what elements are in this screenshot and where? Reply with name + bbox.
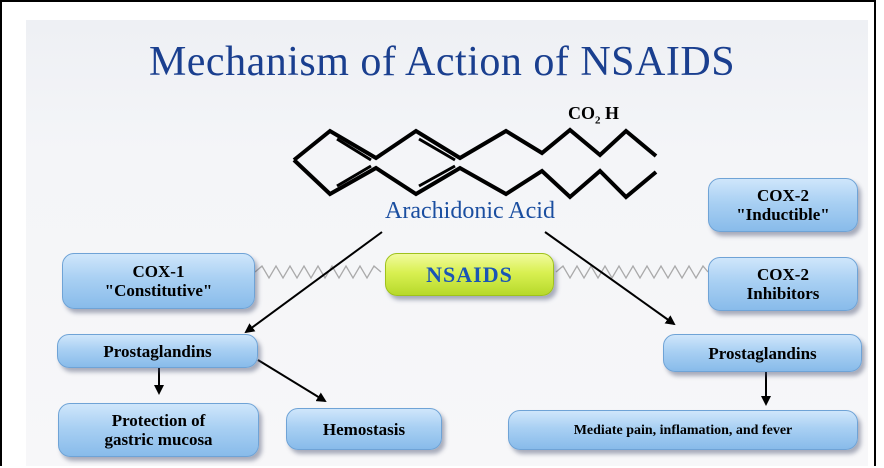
gastric-line2: gastric mucosa [104, 430, 213, 449]
prostaglandins-right-box: Prostaglandins [663, 334, 862, 372]
slide-title: Mechanism of Action of NSAIDS [148, 39, 736, 85]
carbon-chain-lower [292, 158, 658, 200]
cox2-inhibitors-sublabel: Inhibitors [746, 284, 820, 303]
gastric-mucosa-box: Protection of gastric mucosa [58, 403, 259, 457]
carboxyl-group-label: CO2 H [568, 103, 620, 127]
double-bond-3 [336, 164, 372, 188]
double-bond-4 [418, 164, 456, 188]
cox2-inhibitors-label: COX-2 [757, 265, 809, 284]
double-bond-2 [418, 137, 456, 162]
gastric-line1: Protection of [111, 411, 206, 430]
cox2-inducible-box: COX-2 "Inductible" [708, 178, 858, 232]
prostaglandins-left-box: Prostaglandins [57, 334, 258, 368]
cox2-inducible-sublabel: "Inductible" [736, 205, 830, 224]
slide-background [26, 20, 868, 466]
cox2-inhibitors-box: COX-2 Inhibitors [708, 257, 858, 311]
cox1-constitutive-box: COX-1 "Constitutive" [62, 253, 255, 309]
arachidonic-acid-label: Arachidonic Acid [385, 198, 555, 224]
cox1-label: COX-1 [132, 262, 185, 281]
cox1-sublabel: "Constitutive" [104, 281, 213, 300]
carbon-chain-upper [292, 127, 658, 162]
hemostasis-box: Hemostasis [286, 408, 442, 450]
cox2-label: COX-2 [757, 186, 809, 205]
mediate-pain-box: Mediate pain, inflamation, and fever [508, 410, 858, 450]
nsaids-box: NSAIDS [385, 253, 554, 296]
double-bond-1 [336, 137, 372, 162]
